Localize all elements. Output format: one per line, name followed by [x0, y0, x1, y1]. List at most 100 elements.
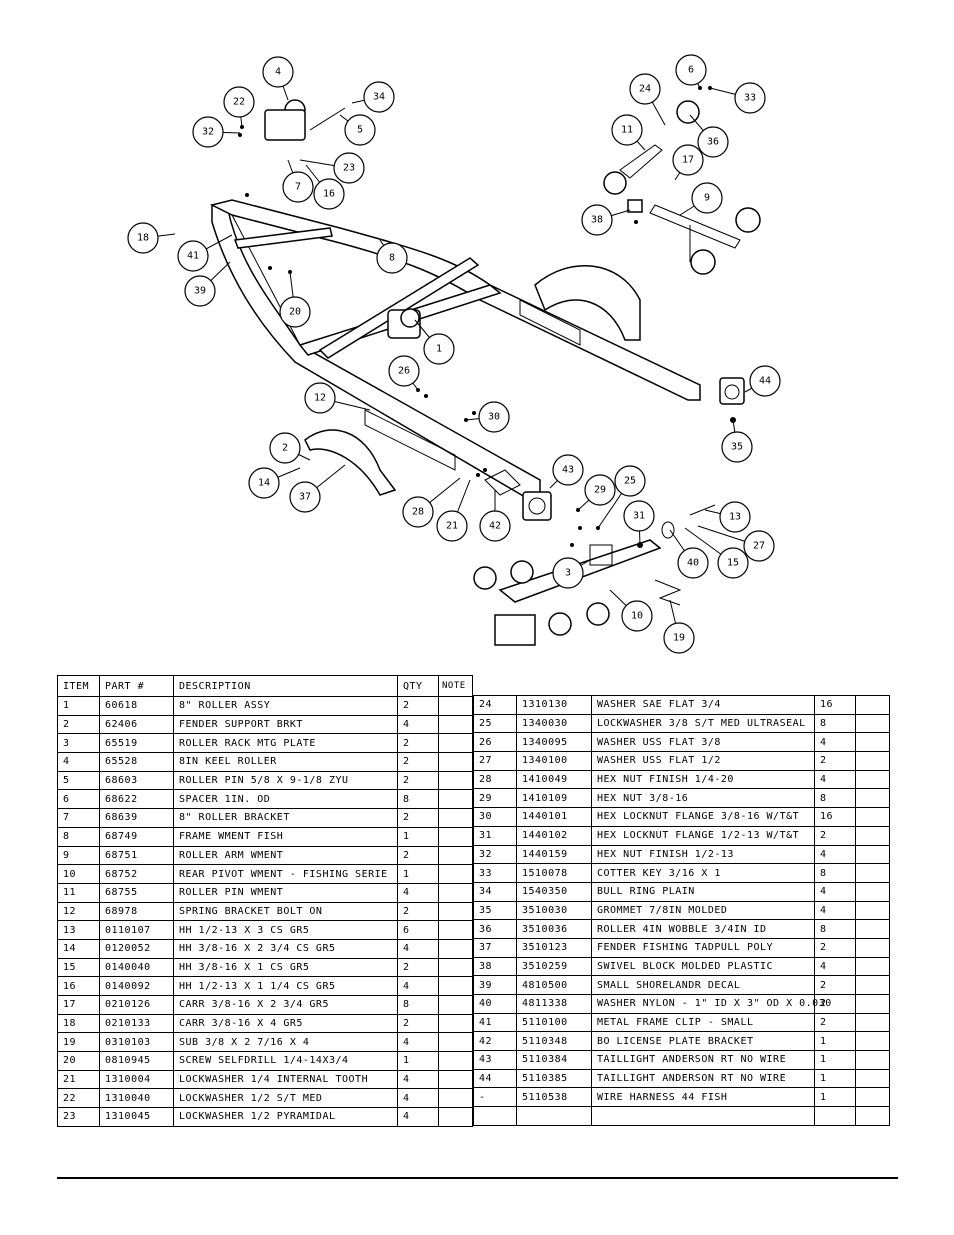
callout-number: 14: [258, 478, 270, 489]
item-cell: 34: [473, 881, 517, 902]
item-cell: 10: [57, 864, 100, 884]
callout-bubble-4: 4: [262, 56, 294, 88]
callout-bubble-34: 34: [363, 81, 395, 113]
description-cell: REAR PIVOT WMENT - FISHING SERIE: [173, 864, 398, 884]
description-cell: HEX NUT FINISH 1/4-20: [591, 769, 815, 790]
part-number-cell: 68603: [99, 770, 174, 791]
part-number-cell: 4811338: [516, 994, 592, 1014]
callout-number: 4: [275, 67, 281, 78]
description-cell: HEX LOCKNUT FLANGE 1/2-13 W/T&T: [591, 825, 815, 846]
description-cell: LOCKWASHER 3/8 S/T MED ULTRASEAL: [591, 713, 815, 734]
part-number-header: PART #: [99, 675, 174, 697]
part-number-cell: 1440159: [516, 844, 592, 865]
qty-cell: 4: [814, 900, 856, 921]
callout-bubble-2: 2: [269, 432, 301, 464]
description-cell: WASHER USS FLAT 3/8: [591, 732, 815, 753]
item-cell: 42: [473, 1031, 517, 1052]
qty-cell: 8: [814, 788, 856, 809]
callout-bubble-23: 23: [333, 152, 365, 184]
callout-circle: [552, 454, 584, 486]
note-cell: [438, 845, 473, 866]
part-number-cell: 5110100: [516, 1012, 592, 1033]
callout-number: 33: [744, 93, 756, 104]
description-cell: WASHER NYLON - 1" ID X 3" OD X 0.030: [591, 994, 831, 1014]
qty-cell: 2: [397, 901, 439, 922]
note-cell: [438, 1051, 473, 1071]
callout-leaders: [142, 69, 766, 639]
callout-bubble-26: 26: [388, 355, 420, 387]
qty-cell: 2: [814, 1012, 856, 1033]
qty-cell: 8: [397, 789, 439, 810]
note-cell: [438, 733, 473, 754]
note-cell: [855, 900, 890, 921]
callout-bubble-7: 7: [282, 171, 314, 203]
part-number-cell: 4810500: [516, 975, 592, 995]
qty-cell: 4: [397, 882, 439, 903]
description-cell: HEX LOCKNUT FLANGE 3/8-16 W/T&T: [591, 807, 815, 827]
part-number-cell: 1440101: [516, 807, 592, 827]
callout-number: 42: [489, 521, 501, 532]
callout-bubble-6: 6: [675, 54, 707, 86]
callout-circle: [363, 81, 395, 113]
callout-bubble-27: 27: [743, 530, 775, 562]
part-number-cell: 5110348: [516, 1031, 592, 1052]
note-cell: [855, 769, 890, 790]
description-cell: FENDER FISHING TADPULL POLY: [591, 937, 815, 958]
callout-circle: [581, 204, 613, 236]
item-cell: 6: [57, 789, 100, 810]
part-number-cell: 65528: [99, 752, 174, 772]
item-cell: 43: [473, 1050, 517, 1070]
callout-bubble-43: 43: [552, 454, 584, 486]
callout-circle: [192, 116, 224, 148]
qty-cell: 1: [814, 1087, 856, 1108]
item-cell: 23: [57, 1107, 100, 1127]
callout-circle: [282, 171, 314, 203]
part-number-cell: 1340030: [516, 713, 592, 734]
callout-circle: [663, 622, 695, 654]
callout-number: 38: [591, 215, 603, 226]
part-number-cell: 5110538: [516, 1087, 592, 1108]
qty-cell: 2: [814, 937, 856, 958]
description-cell: LOCKWASHER 1/2 PYRAMIDAL: [173, 1107, 398, 1127]
callout-circle: [248, 467, 280, 499]
callout-number: 2: [282, 443, 288, 454]
callout-number: 19: [673, 633, 685, 644]
note-cell: [438, 696, 473, 716]
callout-number: 17: [682, 155, 694, 166]
qty-cell: 2: [814, 975, 856, 995]
note-cell: [855, 825, 890, 846]
part-number-cell: 0140040: [99, 957, 174, 978]
callout-circle: [184, 275, 216, 307]
callout-number: 18: [137, 233, 149, 244]
callout-bubble-25: 25: [614, 465, 646, 497]
note-cell: [855, 844, 890, 865]
callout-bubble-31: 31: [623, 500, 655, 532]
item-cell: 40: [473, 994, 517, 1014]
callout-circle: [127, 222, 159, 254]
description-cell: 8" ROLLER ASSY: [173, 696, 398, 716]
item-cell: 12: [57, 901, 100, 922]
callout-bubble-21: 21: [436, 510, 468, 542]
callout-circle: [344, 114, 376, 146]
item-cell: 30: [473, 807, 517, 827]
callout-number: 7: [295, 182, 301, 193]
qty-cell: 4: [814, 881, 856, 902]
callout-circle: [177, 240, 209, 272]
callout-number: 28: [412, 507, 424, 518]
callout-circle: [677, 547, 709, 579]
table-row: [473, 1106, 890, 1126]
callout-circle: [313, 178, 345, 210]
qty-cell: 1: [397, 1051, 439, 1071]
